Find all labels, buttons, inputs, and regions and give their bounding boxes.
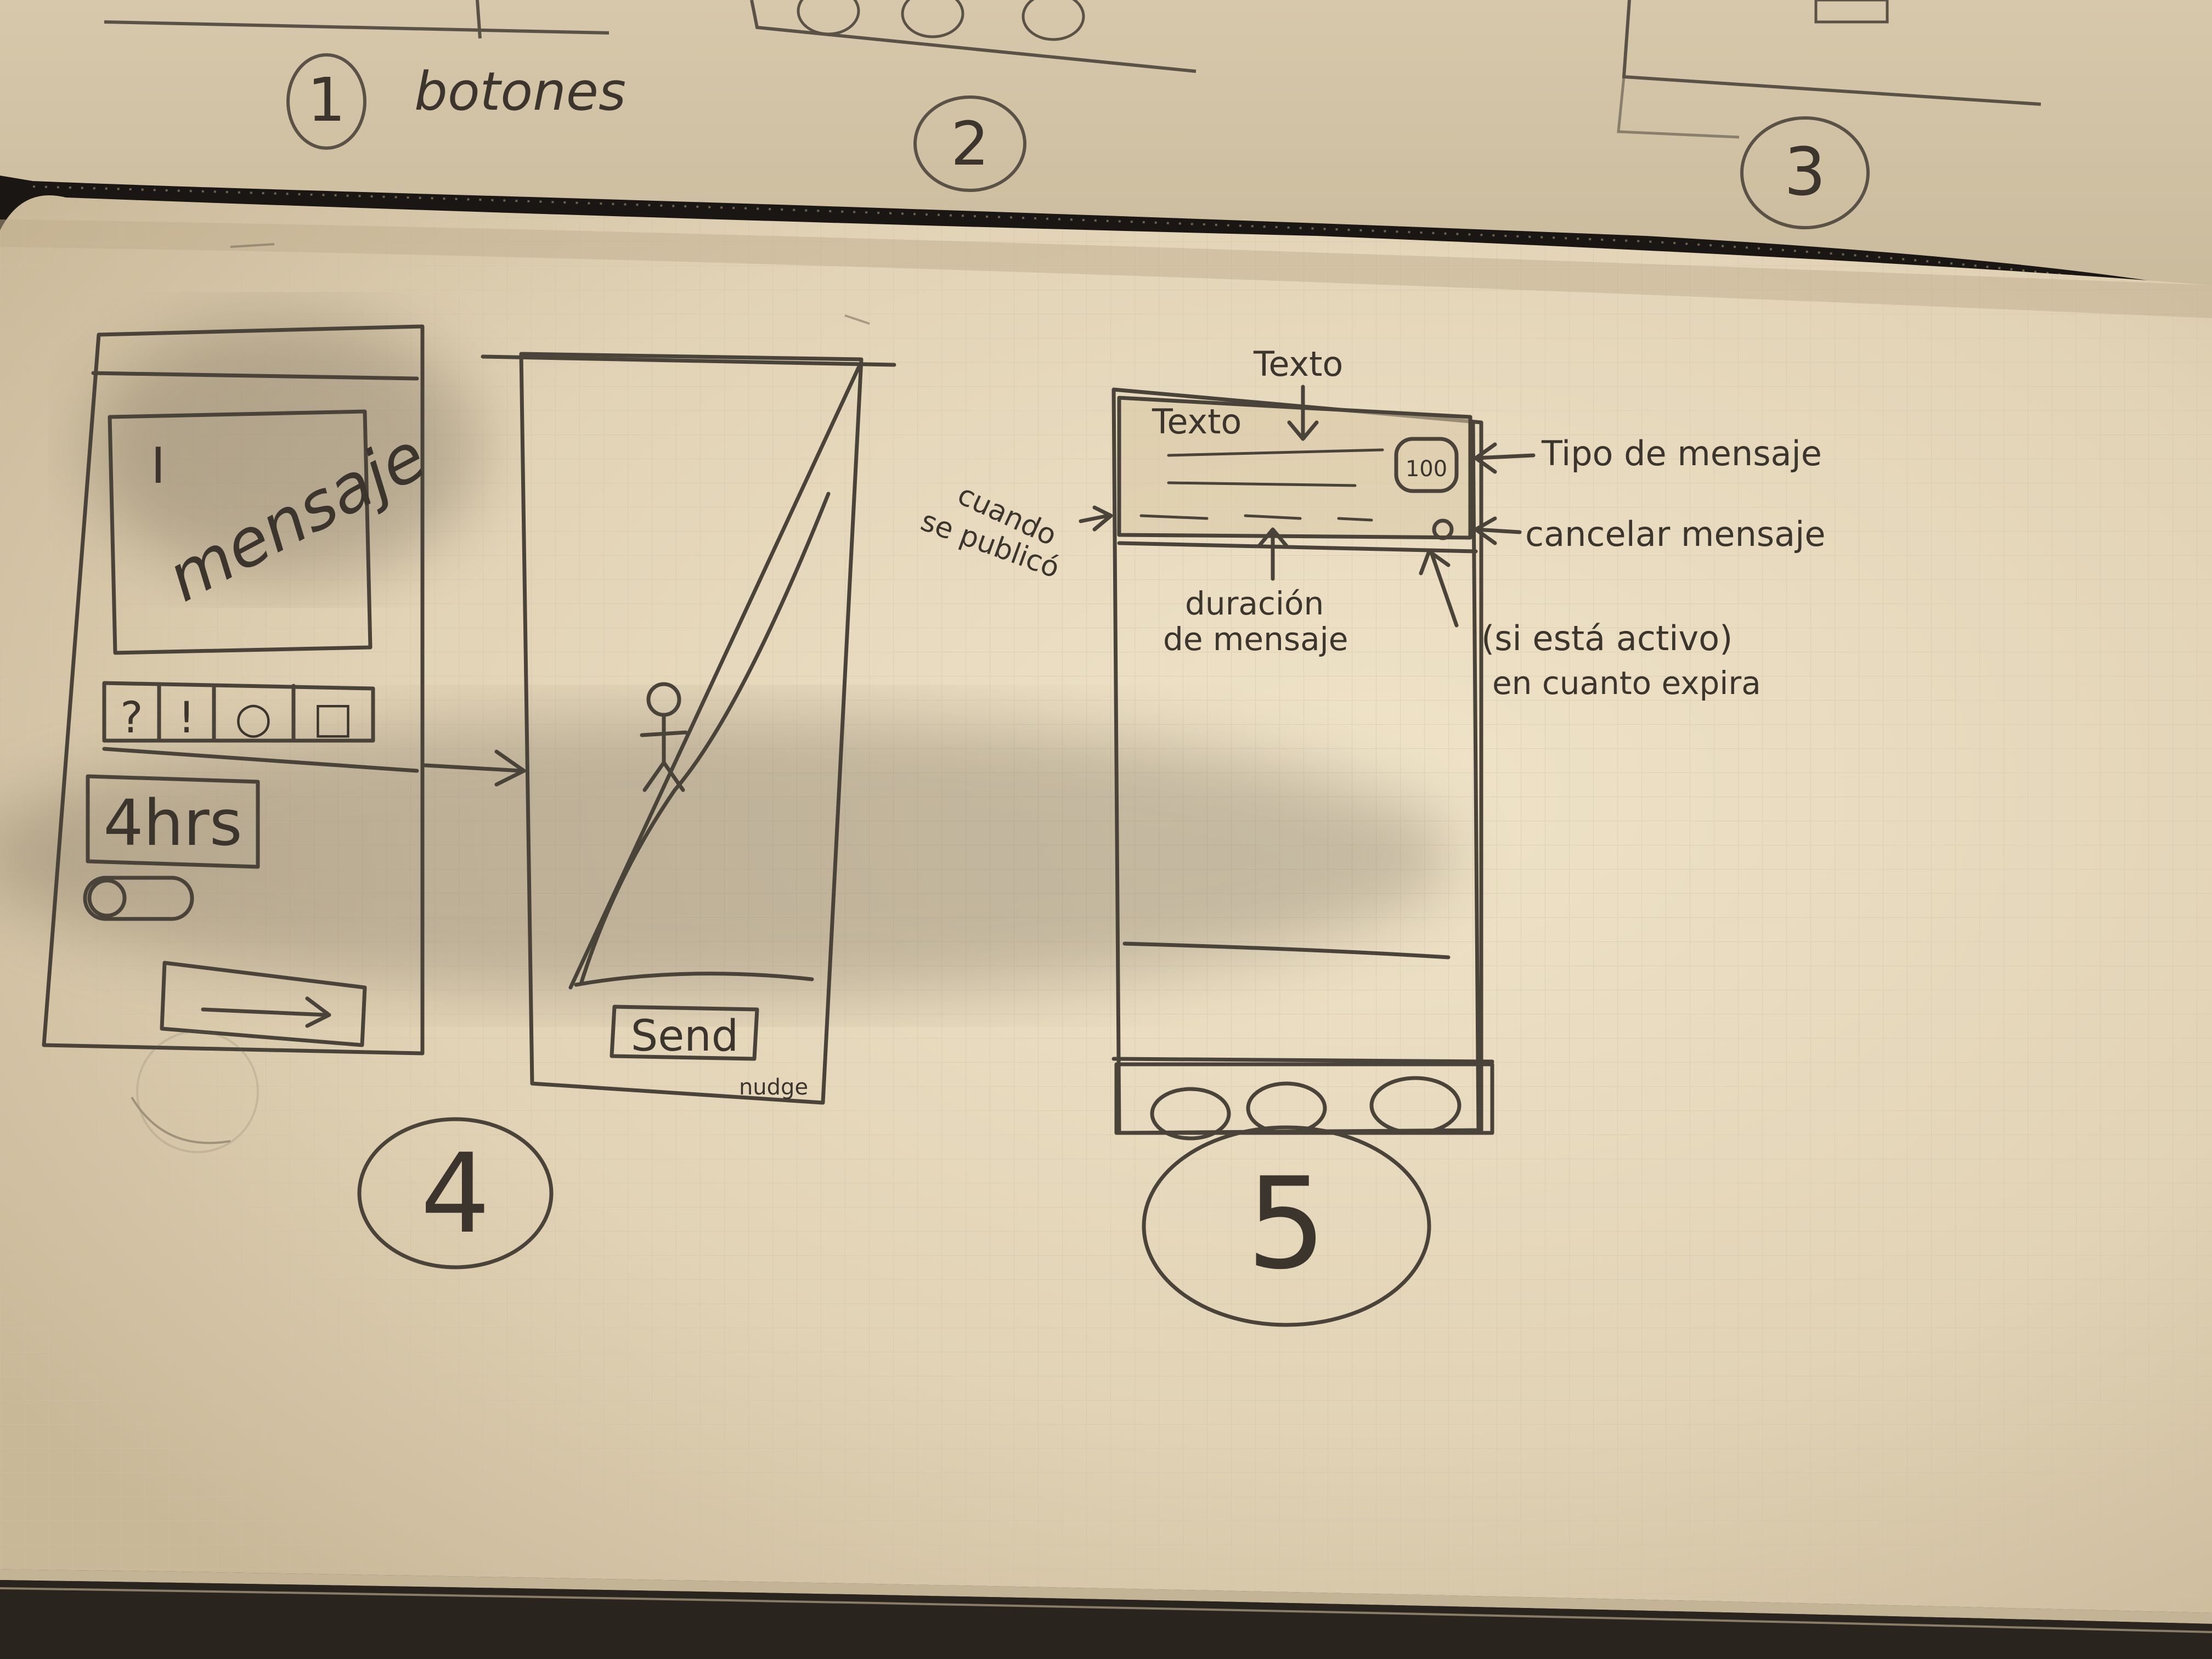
nudge-label: nudge [739, 1075, 808, 1100]
tab-3-icon [1369, 1076, 1462, 1135]
sketch-5 [1079, 385, 1536, 1327]
top-page: 1 botones 2 3 [0, 0, 2212, 297]
sketch-number-3: 3 [1784, 134, 1826, 211]
message-box[interactable] [108, 409, 373, 655]
annotation-texto: Texto [1253, 344, 1343, 384]
circle-type-button[interactable]: ○ [235, 693, 272, 743]
tab-bar [1114, 1062, 1494, 1135]
sketch-number-1: 1 [307, 65, 346, 135]
card-title: Texto [1152, 402, 1242, 442]
tab-1-icon [1150, 1087, 1231, 1141]
message-card[interactable] [1117, 396, 1472, 540]
annotation-si-esta-activo: (si está activo) [1481, 618, 1733, 658]
sketch-number-4: 4 [420, 1130, 490, 1258]
send-button-label: Send [631, 1012, 738, 1061]
sketch-4-send-screen [519, 352, 864, 1105]
sketch-number-5: 5 [1246, 1151, 1327, 1297]
annotation-tipo-de-mensaje: Tipo de mensaje [1541, 433, 1822, 473]
smudges [131, 243, 870, 1153]
tab-2-icon [1246, 1081, 1327, 1135]
next-button[interactable] [160, 961, 367, 1047]
sketch-4 [42, 324, 896, 1269]
toggle-switch[interactable] [83, 876, 194, 921]
message-box-cursor: I [151, 437, 166, 495]
annotation-en-cuanto-expira: en cuanto expira [1492, 664, 1761, 702]
annotation-cancelar-mensaje: cancelar mensaje [1525, 514, 1826, 554]
annotation-duracion-1: duración [1185, 585, 1324, 622]
type-buttons-row [102, 681, 375, 743]
question-type-button[interactable]: ? [120, 693, 143, 743]
duration-chip-label: 4hrs [103, 787, 242, 860]
message-type-badge [1394, 437, 1459, 493]
duration-chip[interactable] [86, 774, 260, 869]
main-page [0, 195, 2212, 1659]
card-badge-label: 100 [1406, 456, 1447, 482]
cancel-message-icon[interactable] [1432, 518, 1454, 540]
sketch-number-2: 2 [951, 109, 989, 179]
sketch-4-phone-frame [42, 324, 425, 1056]
annotation-duracion-2: de mensaje [1163, 620, 1348, 658]
botones-annotation: botones [414, 61, 626, 122]
alert-type-button[interactable]: ! [178, 693, 195, 743]
square-type-button[interactable]: □ [313, 693, 353, 743]
send-button[interactable] [610, 1005, 759, 1061]
